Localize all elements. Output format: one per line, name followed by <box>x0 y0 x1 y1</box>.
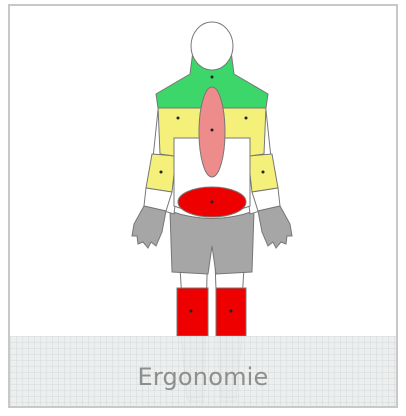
hips-zone <box>170 211 254 274</box>
ergonomics-card[interactable]: Ergonomie <box>8 4 398 408</box>
left-knee-zone <box>177 288 208 336</box>
card-title[interactable]: Ergonomie <box>137 363 268 391</box>
spine-zone <box>199 87 225 177</box>
caption-bar: Ergonomie <box>10 336 396 406</box>
head <box>191 22 233 70</box>
right-hand-icon <box>258 206 292 248</box>
left-hand-icon <box>132 206 166 248</box>
